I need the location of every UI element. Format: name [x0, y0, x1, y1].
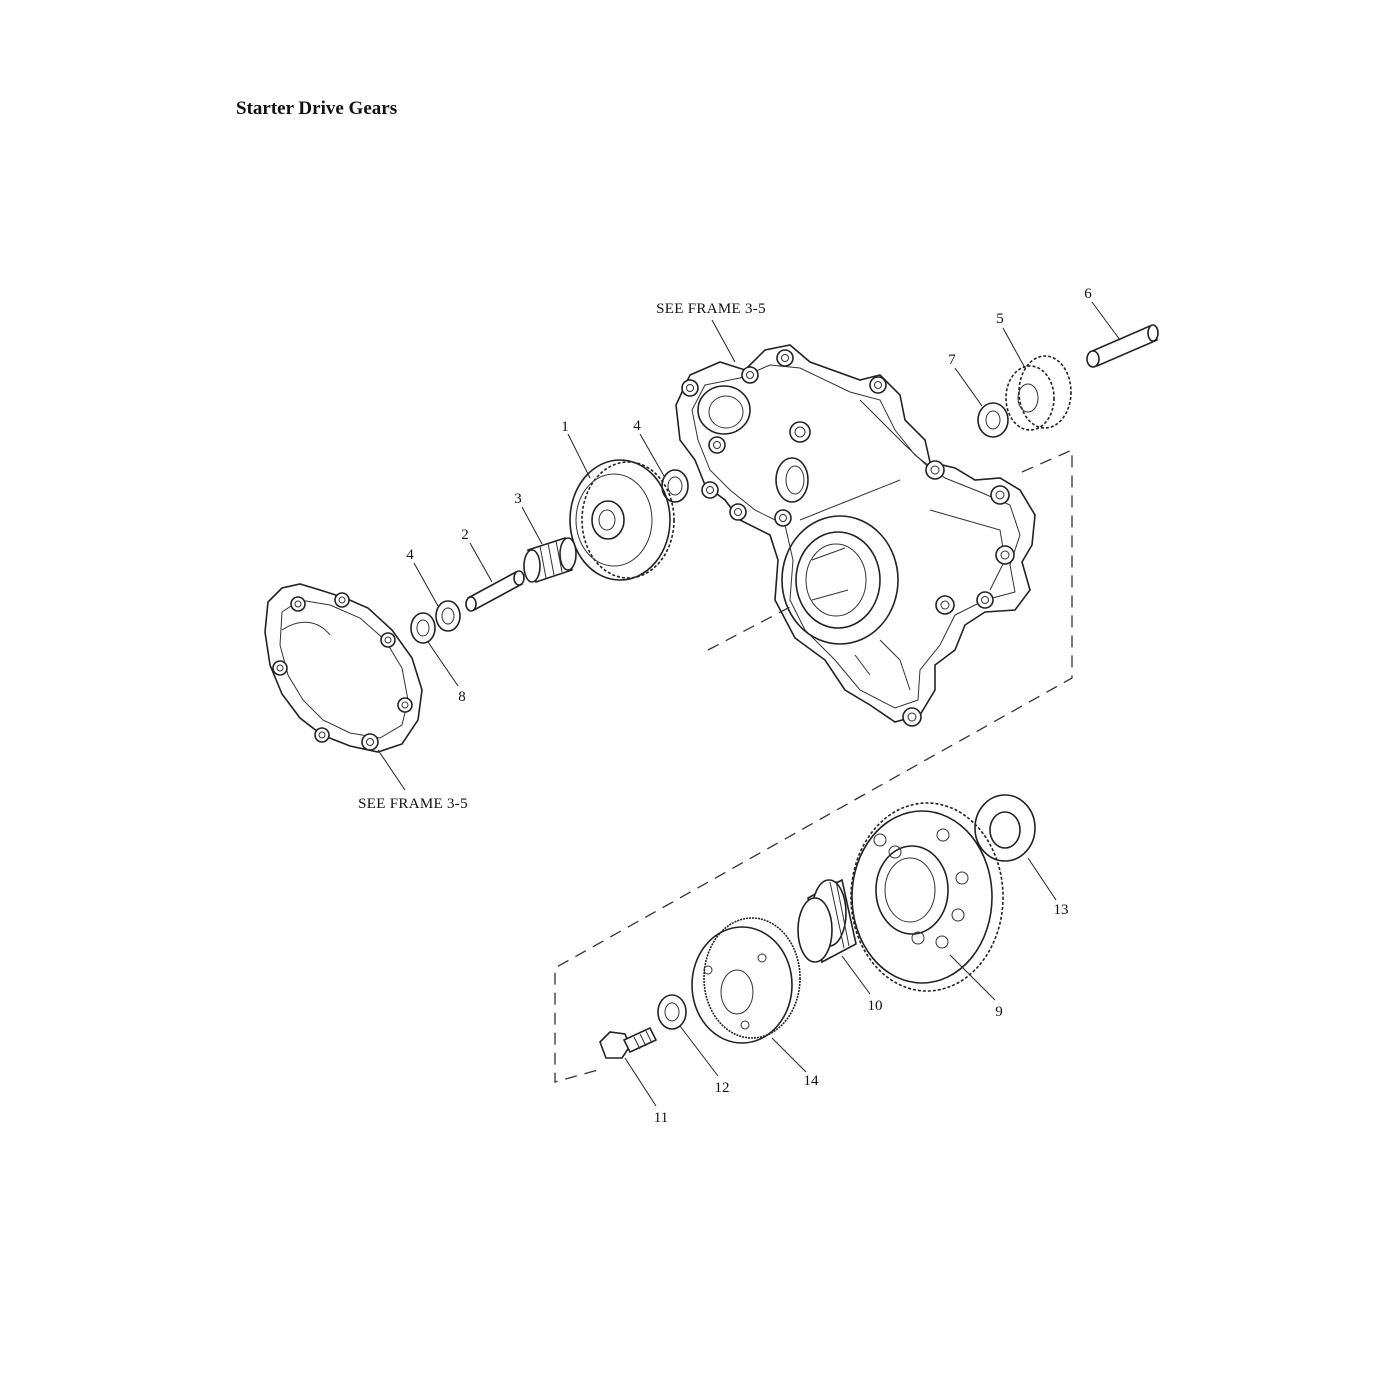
washer-7 [977, 402, 1009, 438]
page-title: Starter Drive Gears [236, 98, 398, 119]
callout-3: 3 [514, 491, 522, 507]
starter-gear-5 [1005, 355, 1072, 431]
callout-2: 2 [461, 527, 469, 543]
callout-6: 6 [1084, 286, 1092, 302]
bolt-11 [599, 1026, 658, 1059]
callout-9: 9 [995, 1004, 1003, 1020]
callout-14: 14 [804, 1073, 820, 1089]
callout-4-right: 4 [633, 418, 641, 434]
sprag-housing-14 [691, 917, 801, 1044]
outer-cover [264, 583, 423, 753]
engine-cover [675, 344, 1036, 727]
callout-13: 13 [1054, 902, 1069, 918]
see-frame-ref-lower: SEE FRAME 3-5 [358, 796, 468, 812]
callout-7: 7 [948, 352, 956, 368]
callout-1: 1 [561, 419, 569, 435]
idler-gear [569, 459, 675, 581]
sprag-clutch-10 [797, 878, 857, 964]
callout-12: 12 [715, 1080, 730, 1096]
callout-5: 5 [996, 311, 1004, 327]
needle-bearing [523, 536, 577, 584]
washer-12 [657, 994, 687, 1030]
callout-11: 11 [654, 1110, 668, 1126]
sprag-gear-9 [850, 802, 1004, 992]
washer-13 [974, 794, 1036, 862]
shaft-6 [1086, 324, 1159, 368]
washers-left [410, 600, 461, 644]
shaft-2 [465, 570, 525, 612]
assembly-dashed-outline [554, 449, 1073, 1083]
see-frame-ref-upper: SEE FRAME 3-5 [656, 301, 766, 317]
leader-lines [377, 301, 1121, 1107]
washer-4 [661, 469, 689, 503]
callout-8: 8 [458, 689, 466, 705]
callout-10: 10 [868, 998, 883, 1014]
callout-4-left: 4 [406, 547, 414, 563]
